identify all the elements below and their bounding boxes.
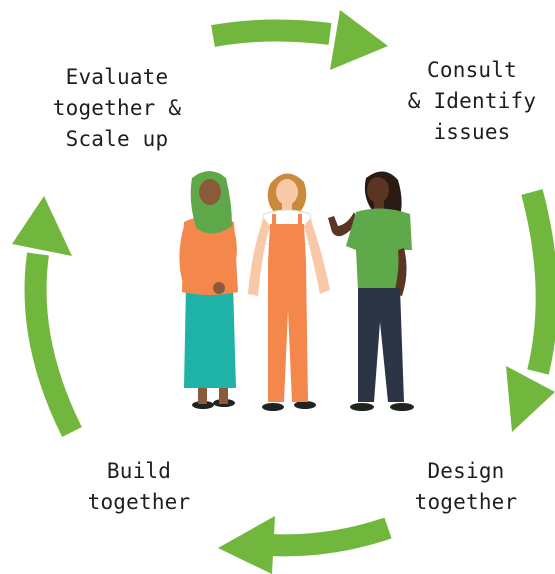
arrow-bottom-icon bbox=[218, 516, 392, 574]
stage-label-line: together & bbox=[52, 96, 182, 120]
stage-label-line: issues bbox=[433, 120, 511, 144]
woman-hijab-icon bbox=[179, 171, 238, 409]
woman-overalls-icon bbox=[248, 173, 330, 411]
stage-label-build: Build together bbox=[54, 456, 224, 518]
arrow-right-icon bbox=[506, 189, 555, 432]
stage-label-line: together bbox=[87, 490, 191, 514]
stage-label-design: Design together bbox=[381, 456, 551, 518]
stage-label-line: together bbox=[414, 490, 518, 514]
arrow-top-icon bbox=[211, 10, 388, 70]
arrow-left-icon bbox=[12, 196, 82, 437]
stage-label-line: Consult bbox=[427, 58, 517, 82]
stage-label-line: Design bbox=[427, 459, 505, 483]
stage-label-line: Build bbox=[106, 459, 172, 483]
stage-label-consult: Consult & Identify issues bbox=[387, 55, 555, 148]
people-illustration bbox=[179, 171, 414, 411]
stage-label-line: Evaluate bbox=[65, 65, 169, 89]
stage-label-line: & Identify bbox=[407, 89, 537, 113]
stage-label-line: Scale up bbox=[65, 127, 169, 151]
stage-label-evaluate: Evaluate together & Scale up bbox=[32, 62, 202, 155]
woman-green-shirt-icon bbox=[328, 171, 414, 411]
